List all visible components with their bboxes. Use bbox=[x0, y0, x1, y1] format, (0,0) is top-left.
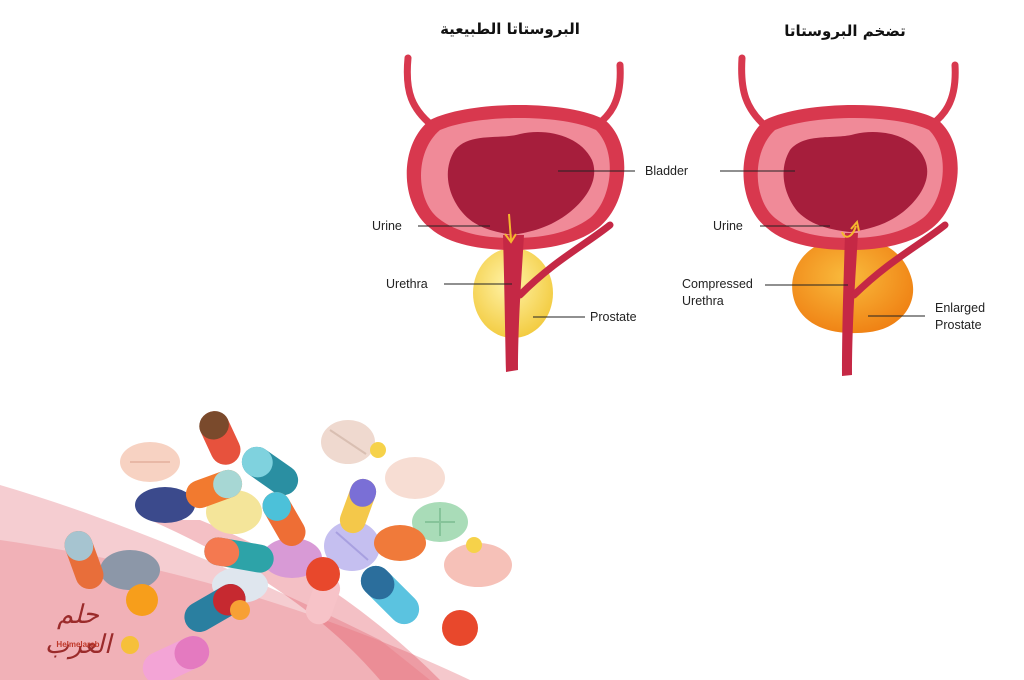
watermark-arabic: حلم العرب bbox=[44, 600, 112, 660]
enlarged-urine-label: Urine bbox=[713, 219, 743, 233]
compressed-urethra-line2: Urethra bbox=[682, 294, 724, 308]
compressed-urethra bbox=[842, 233, 858, 376]
normal-prostate-diagram bbox=[403, 54, 635, 372]
enlarged-prostate-diagram bbox=[720, 54, 959, 376]
bladder-label: Bladder bbox=[645, 164, 689, 178]
urine-arrow-blocked bbox=[841, 225, 857, 238]
urine-arrow-down bbox=[508, 213, 512, 241]
normal-bladder-lumen bbox=[447, 131, 595, 235]
enlarged-bladder-lumen bbox=[783, 131, 928, 232]
prostate-label: Prostate bbox=[590, 310, 637, 324]
enlarged-prostate-title: تضخم البروستاتا bbox=[784, 22, 906, 40]
enlarged-prostate-label: Enlarged Prostate bbox=[935, 300, 985, 334]
normal-urethra bbox=[503, 235, 524, 372]
enlarged-prostate-line1: Enlarged bbox=[935, 301, 986, 315]
watermark-latin: Helmelarab bbox=[56, 640, 100, 649]
site-watermark: حلم العرب Helmelarab bbox=[22, 600, 134, 660]
compressed-urethra-label: Compressed Urethra bbox=[682, 276, 753, 310]
pills-illustration bbox=[64, 411, 512, 680]
enlarged-prostate-line2: Prostate bbox=[935, 318, 982, 332]
compressed-urethra-line1: Compressed bbox=[682, 277, 753, 291]
urethra-label: Urethra bbox=[386, 277, 428, 291]
normal-prostate-title: البروستاتا الطبيعية bbox=[440, 20, 580, 38]
normal-urine-label: Urine bbox=[372, 219, 402, 233]
